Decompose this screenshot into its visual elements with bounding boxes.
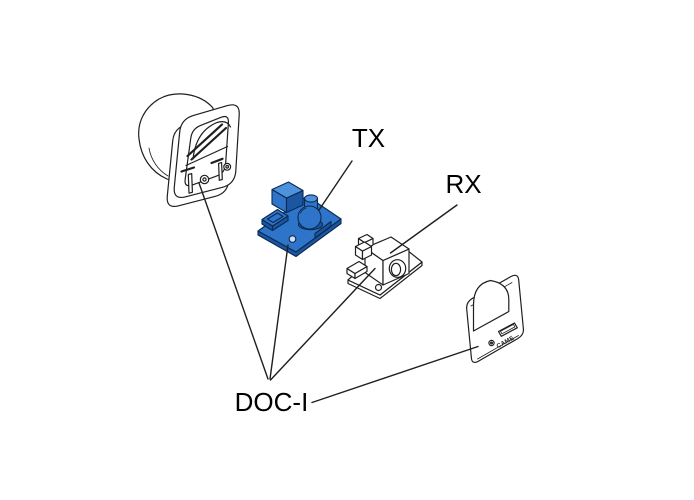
doc-i-label: DOC-I bbox=[235, 387, 309, 417]
panel-screw-center bbox=[490, 341, 494, 345]
rx-label: RX bbox=[445, 169, 481, 199]
panel-label-slot-inner bbox=[500, 324, 516, 335]
rx-receiver-board-drawing bbox=[346, 233, 423, 300]
tx-dome-highlight bbox=[300, 207, 307, 214]
panel-arch-window bbox=[472, 279, 510, 332]
tx-screw-hole bbox=[288, 235, 297, 243]
panel-bottom-thickness-line bbox=[477, 335, 519, 360]
tx-led-cylinder-top bbox=[303, 194, 319, 203]
housing-cylinder-crease bbox=[148, 147, 169, 177]
housing-dome-arc bbox=[192, 121, 232, 160]
leader-doci-to-tx-board bbox=[269, 244, 289, 380]
rx-screw-hole bbox=[374, 283, 383, 292]
housing-screw-hole-left bbox=[199, 174, 210, 185]
housing-recess-opening bbox=[184, 115, 230, 187]
rx-step-upper-top bbox=[357, 233, 374, 244]
leader-lines bbox=[198, 160, 479, 404]
rx-step-lower-top bbox=[354, 241, 373, 252]
tx-dome-lens bbox=[297, 205, 322, 230]
housing-slot-dash-right bbox=[210, 157, 224, 165]
tx-pad-top bbox=[261, 208, 289, 227]
tx-box-top-face bbox=[271, 181, 304, 199]
housing-vertical-slot-left bbox=[187, 173, 193, 194]
housing-screw-hole-left-center bbox=[202, 177, 207, 182]
rx-box-top-face bbox=[364, 236, 410, 262]
leader-tx-to-board bbox=[318, 160, 353, 211]
tx-pad-inner-line bbox=[266, 212, 284, 224]
tx-label: TX bbox=[352, 123, 385, 153]
housing-vertical-slot-right bbox=[218, 162, 223, 181]
leader-rx-to-board bbox=[389, 204, 458, 254]
housing-screw-hole-right-center bbox=[225, 164, 230, 169]
tx-emitter-board-drawing bbox=[257, 181, 342, 258]
rx-lens-inner bbox=[390, 262, 402, 277]
leader-doci-to-rx-board bbox=[269, 267, 376, 381]
leader-doci-to-panel bbox=[311, 345, 479, 404]
recessed-housing-drawing bbox=[138, 93, 240, 207]
rx-tab-top bbox=[346, 260, 368, 275]
panel-screw bbox=[488, 339, 495, 347]
housing-screw-hole-right bbox=[223, 162, 232, 171]
leader-doci-to-housing bbox=[198, 182, 269, 380]
front-cover-panel-drawing: CAME bbox=[466, 274, 525, 364]
housing-shelf-line bbox=[185, 145, 229, 167]
tx-board-edge-tab bbox=[314, 220, 332, 239]
housing-diagonal-rib-2 bbox=[190, 126, 228, 161]
housing-diagonal-rib-1 bbox=[186, 123, 224, 158]
housing-slot-dash-left bbox=[180, 166, 196, 173]
